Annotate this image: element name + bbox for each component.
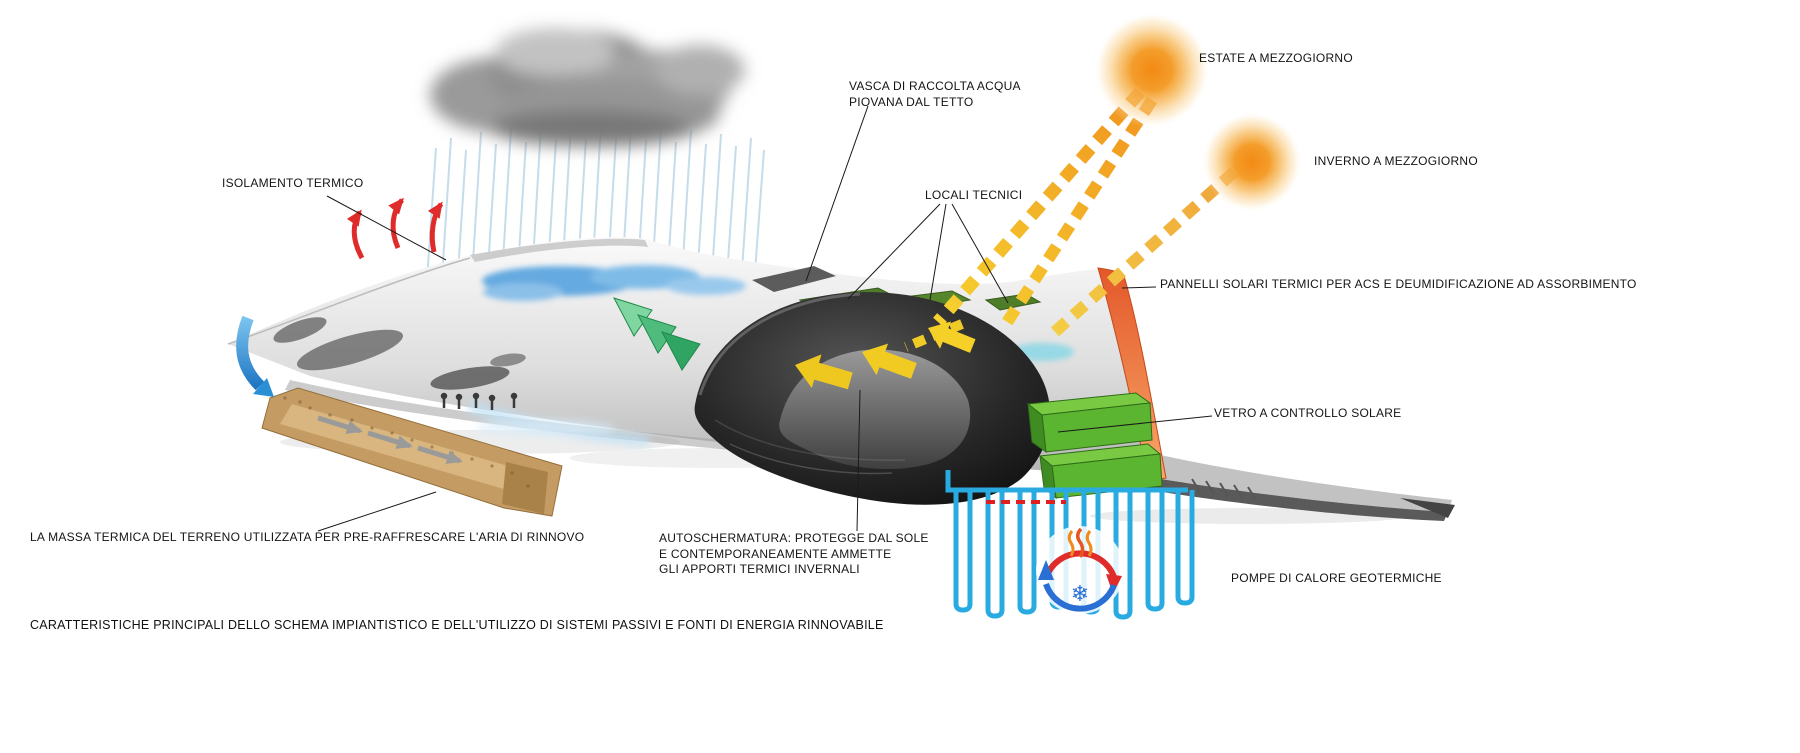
snowflake-icon: ❄: [1071, 582, 1089, 607]
earth-duct: [261, 387, 563, 517]
summer-sun-icon: [1094, 12, 1210, 128]
label-locali-tecnici: LOCALI TECNICI: [925, 188, 1023, 202]
ventilation-arrows: [612, 297, 701, 371]
label-pannelli-solari: PANNELLI SOLARI TERMICI PER ACS E DEUMID…: [1160, 277, 1637, 291]
diagram-caption: CARATTERISTICHE PRINCIPALI DELLO SCHEMA …: [30, 618, 884, 632]
solar-gain-arrows: [795, 321, 976, 390]
heat-loss-arrows: [346, 197, 444, 260]
roof-water-pool: [482, 265, 746, 301]
winter-sun-icon: [1202, 112, 1302, 212]
rainwater-tank: [752, 266, 836, 292]
heat-pump-cycle: ❄: [1036, 526, 1124, 614]
leader-lines: [317, 105, 1213, 532]
fresh-air-arrow: [236, 315, 274, 397]
label-vetro-controllo-solare: VETRO A CONTROLLO SOLARE: [1214, 406, 1402, 420]
label-vasca-raccolta: VASCA DI RACCOLTA ACQUA PIOVANA DAL TETT…: [849, 79, 1021, 109]
rain-cloud-icon: [430, 28, 745, 146]
building-tail: [1130, 455, 1455, 521]
cool-air-stream: [468, 400, 650, 446]
label-autoschermatura: AUTOSCHERMATURA: PROTEGGE DAL SOLE E CON…: [659, 531, 929, 577]
flame-icon: [1067, 527, 1093, 558]
label-massa-termica: LA MASSA TERMICA DEL TERRENO UTILIZZATA …: [30, 530, 585, 544]
label-estate-mezzogiorno: ESTATE A MEZZOGIORNO: [1199, 51, 1353, 65]
label-pompe-geotermiche: POMPE DI CALORE GEOTERMICHE: [1231, 571, 1442, 585]
label-isolamento-termico: ISOLAMENTO TERMICO: [222, 176, 364, 190]
duct-air-arrows: [317, 415, 463, 464]
technical-rooms-boxes: [1026, 392, 1163, 500]
people-silhouettes: [440, 392, 518, 410]
tail-louvers: [1191, 478, 1257, 501]
label-inverno-mezzogiorno: INVERNO A MEZZOGIORNO: [1314, 154, 1478, 168]
